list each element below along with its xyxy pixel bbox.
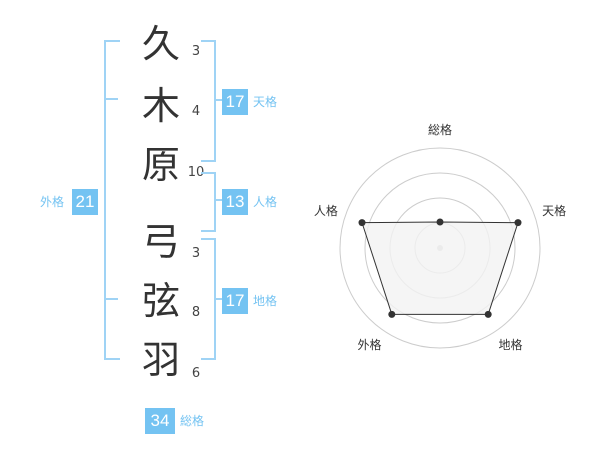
stroke-count: 10 bbox=[187, 165, 205, 180]
radar-point-1 bbox=[436, 218, 444, 226]
jinkaku-label: 人格 bbox=[253, 195, 278, 209]
given-char-1: 弓 bbox=[141, 220, 180, 264]
surname-char-1: 久 bbox=[141, 22, 180, 66]
bracket-tick bbox=[104, 98, 118, 100]
stroke-count: 6 bbox=[191, 366, 201, 381]
radar-point-4 bbox=[388, 310, 396, 318]
gaikaku-badge: 21 bbox=[72, 189, 98, 215]
tenkaku-badge: 17 bbox=[222, 89, 248, 115]
stroke-count: 3 bbox=[191, 44, 201, 59]
radar-axis-label: 人格 bbox=[314, 203, 338, 218]
jinkaku-bracket bbox=[201, 172, 216, 232]
radar-point-3 bbox=[484, 310, 492, 318]
tenkaku-label: 天格 bbox=[253, 95, 278, 109]
radar-point-2 bbox=[514, 219, 522, 227]
radar-ring bbox=[364, 172, 516, 324]
gaikaku-bracket bbox=[104, 40, 120, 360]
stroke-count: 3 bbox=[191, 246, 201, 261]
tenkaku-bracket bbox=[201, 40, 216, 162]
radar-data bbox=[358, 218, 522, 318]
radar-point-5 bbox=[358, 219, 366, 227]
radar-axis-label: 総格 bbox=[428, 122, 452, 137]
bracket-tick bbox=[214, 99, 222, 101]
gaikaku-label: 外格 bbox=[40, 195, 65, 209]
bracket-tick bbox=[214, 298, 222, 300]
radar-axis-label: 外格 bbox=[357, 337, 381, 352]
chikaku-badge: 17 bbox=[222, 288, 248, 314]
bracket-tick bbox=[214, 199, 222, 201]
stroke-count: 8 bbox=[191, 305, 201, 320]
surname-char-2: 木 bbox=[141, 84, 180, 128]
radar-axis-label: 天格 bbox=[542, 203, 566, 218]
stroke-count: 4 bbox=[191, 104, 201, 119]
soukaku-badge: 34 bbox=[145, 408, 175, 434]
jinkaku-badge: 13 bbox=[222, 189, 248, 215]
radar-axis-label: 地格 bbox=[499, 337, 523, 352]
given-char-3: 羽 bbox=[141, 338, 180, 382]
given-char-2: 弦 bbox=[141, 279, 180, 323]
soukaku-label: 総格 bbox=[180, 414, 205, 428]
surname-char-3: 原 bbox=[141, 143, 180, 187]
radar-ring bbox=[339, 147, 541, 349]
radar-polygon bbox=[361, 221, 519, 315]
bracket-tick bbox=[104, 298, 118, 300]
chikaku-label: 地格 bbox=[253, 294, 278, 308]
